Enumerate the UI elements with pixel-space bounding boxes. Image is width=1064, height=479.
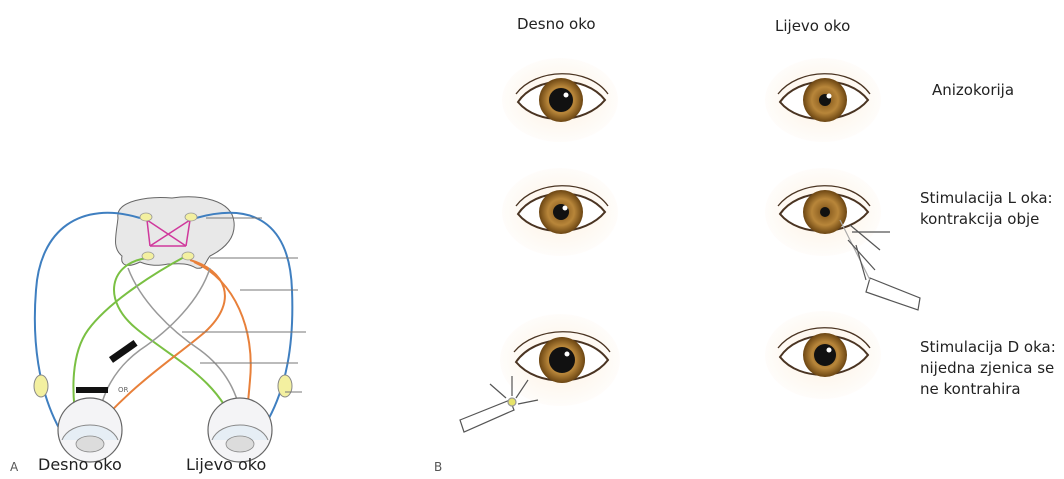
eyeball-left bbox=[58, 398, 122, 462]
column-header-left-eye: Lijevo oko bbox=[775, 17, 850, 35]
lesion-bar-optic bbox=[109, 340, 138, 363]
caption-row-1: Anizokorija bbox=[932, 80, 1014, 101]
panel-b-clinical-illustration: Desno oko Lijevo oko Anizokorija Stimula… bbox=[420, 0, 1064, 479]
ciliary-ganglion-left bbox=[34, 375, 48, 397]
ciliary-ganglion-right bbox=[278, 375, 292, 397]
panel-letter-b: B bbox=[434, 460, 442, 474]
caption-row-2: Stimulacija L oka: kontrakcija obje bbox=[920, 188, 1053, 230]
eye-row3-left bbox=[765, 311, 881, 399]
lesion-bar-nerve bbox=[76, 387, 108, 393]
panel-a-pathway-diagram: OR A Desno oko Lijevo oko bbox=[0, 0, 420, 479]
eye-row1-right bbox=[502, 58, 618, 142]
caption-row-3: Stimulacija D oka: nijedna zjenica se ne… bbox=[920, 337, 1056, 400]
pathway-svg bbox=[0, 0, 420, 479]
lesion-tag: OR bbox=[118, 386, 128, 394]
column-header-right-eye: Desno oko bbox=[517, 15, 596, 33]
left-eye-label: Lijevo oko bbox=[186, 455, 266, 474]
eye-row2-right bbox=[502, 168, 618, 256]
eyeball-right bbox=[208, 398, 272, 462]
eyes-svg bbox=[420, 0, 1064, 479]
eye-row1-left bbox=[765, 58, 881, 142]
panel-letter-a: A bbox=[10, 460, 18, 474]
right-eye-label: Desno oko bbox=[38, 455, 122, 474]
eye-row2-left bbox=[765, 168, 881, 256]
eye-row3-right bbox=[500, 314, 620, 406]
